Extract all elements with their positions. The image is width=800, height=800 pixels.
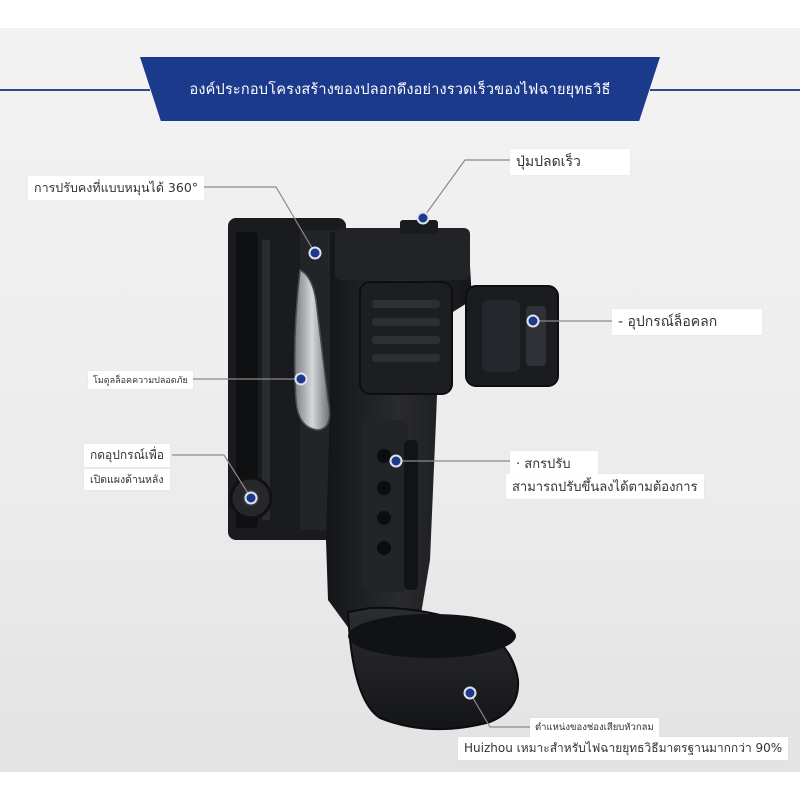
label-adjust-title: · สกรปรับ <box>510 451 598 476</box>
label-adjust-desc: สามารถปรับขึ้นลงได้ตามต้องการ <box>506 474 704 499</box>
label-rotation: การปรับคงที่แบบหมุนได้ 360° <box>28 176 205 200</box>
marker-socket <box>463 686 477 700</box>
front-lock-ridge3 <box>372 336 440 344</box>
bottom-cup-rim <box>348 614 516 658</box>
back-plate-rib <box>262 240 270 520</box>
marker-lock-device <box>526 314 540 328</box>
marker-adjust <box>389 454 403 468</box>
page-top-strip <box>0 0 800 28</box>
front-lock-ridge4 <box>372 354 440 362</box>
rotation-head <box>335 228 470 280</box>
adjust-hole-3 <box>377 511 391 525</box>
adjust-slot <box>404 440 418 590</box>
title-rule-right <box>650 89 800 91</box>
label-suitability: Huizhou เหมาะสำหรับไฟฉายยุทธวิธีมาตรฐานม… <box>458 737 789 760</box>
title-rule-left <box>0 89 150 91</box>
front-lock-ridge <box>372 300 440 308</box>
safety-clip <box>293 268 331 431</box>
label-quick-release: ปุ่มปลดเร็ว <box>510 149 630 175</box>
adjust-hole-2 <box>377 481 391 495</box>
adjust-hole-1 <box>377 449 391 463</box>
page-title: องค์ประกอบโครงสร้างของปลอกดึงอย่างรวดเร็… <box>189 81 611 98</box>
marker-safety-lock <box>294 372 308 386</box>
title-banner: องค์ประกอบโครงสร้างของปลอกดึงอย่างรวดเร็… <box>140 57 660 121</box>
side-lock-inner <box>482 300 520 372</box>
page-bottom-strip <box>0 772 800 800</box>
marker-quick-release <box>416 211 430 225</box>
label-safety-lock: โมดูลล็อคความปลอดภัย <box>88 371 193 389</box>
label-back-panel-line2: เปิดแผงด้านหลัง <box>84 469 170 490</box>
rotation-head-top <box>400 220 438 234</box>
marker-rotation <box>308 246 322 260</box>
label-back-panel-line1: กดอุปกรณ์เพื่อ <box>84 444 170 467</box>
front-lock-ridge2 <box>372 318 440 326</box>
label-lock-device: - อุปกรณ์ล็อคลก <box>612 309 762 335</box>
label-socket-position: ตำแหน่งของช่องเสียบหัวกลม <box>530 718 659 737</box>
back-plate-slot <box>236 232 258 528</box>
marker-back-panel <box>244 491 258 505</box>
adjust-hole-4 <box>377 541 391 555</box>
adjust-rail <box>362 420 408 592</box>
